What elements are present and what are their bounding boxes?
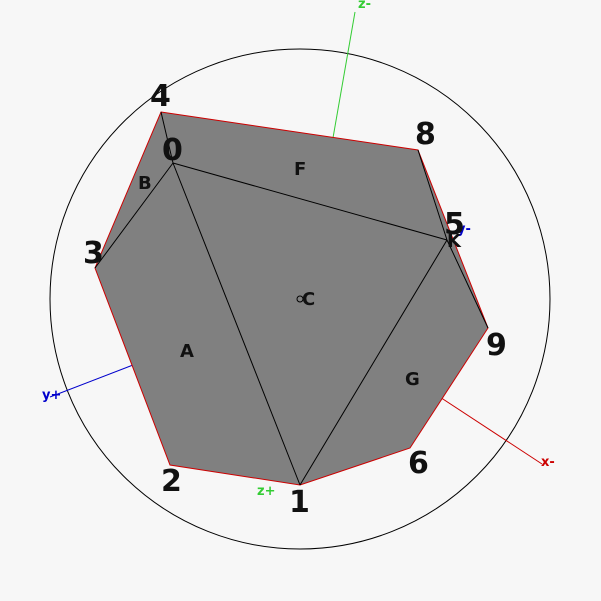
vertex-label: 0 xyxy=(162,133,183,168)
vertex-label: 2 xyxy=(161,464,182,499)
vertex-label: 9 xyxy=(486,328,507,363)
axis-label-z-plus: z+ xyxy=(257,484,275,499)
vertex-label: K xyxy=(447,231,462,252)
vertex-label: 8 xyxy=(415,117,436,152)
axis-label-z-minus: z- xyxy=(358,0,371,12)
vertex-label: 5 xyxy=(444,207,465,242)
face-label: F xyxy=(294,159,306,180)
edges xyxy=(94,111,489,486)
face-label: G xyxy=(405,369,420,390)
vertex-label: 1 xyxy=(289,485,310,520)
face-label: B xyxy=(138,173,152,194)
axis-label-x-minus: x- xyxy=(541,455,555,470)
vertex-label: 4 xyxy=(150,79,171,114)
vertex-label: 3 xyxy=(83,236,104,271)
face-label: C xyxy=(302,289,315,310)
axis-z-minus-line xyxy=(329,11,356,156)
bounding-circle xyxy=(49,48,551,550)
vertex-label: 6 xyxy=(408,446,429,481)
axis-label-y-plus: y+ xyxy=(42,388,61,403)
axis-label-y-minus: y- xyxy=(457,222,471,237)
polyhedron-body xyxy=(94,111,489,486)
center-marker xyxy=(296,295,304,303)
face-label: A xyxy=(180,341,194,362)
